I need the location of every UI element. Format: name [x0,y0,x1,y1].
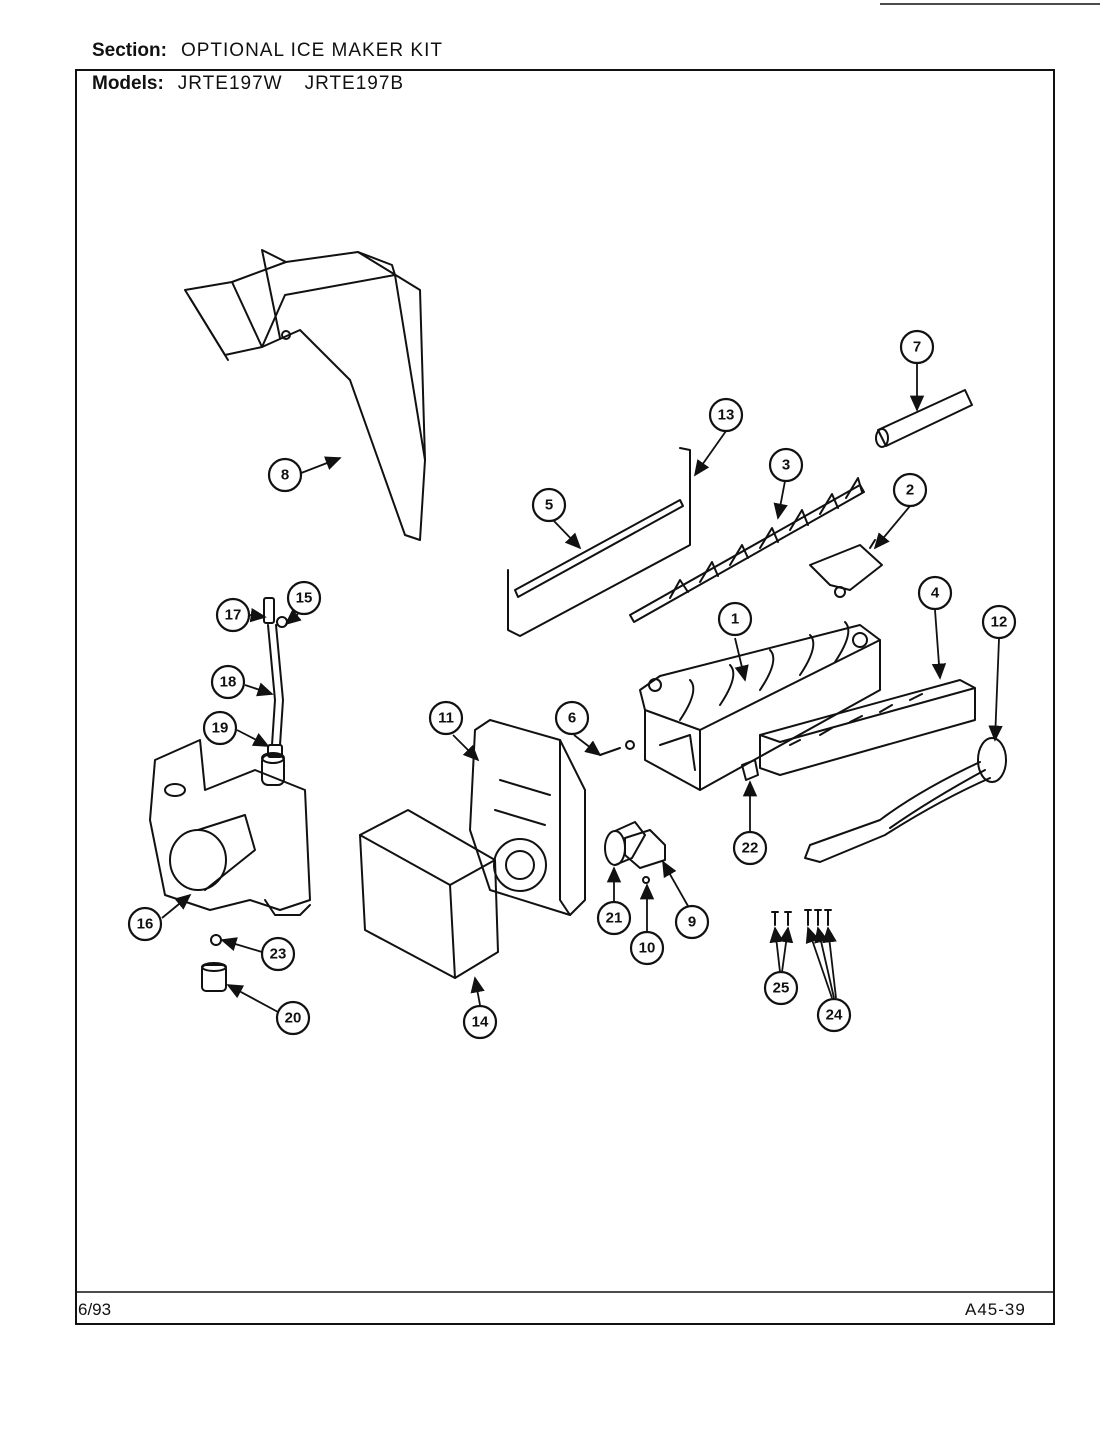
part-22-clip [741,759,759,781]
section-title: Section: OPTIONAL ICE MAKER KIT [92,40,443,62]
models-label: Models: [92,73,164,94]
part-15-clamp [276,616,288,628]
callout-24-label: 24 [826,1007,843,1024]
callout-7: 7 [899,329,935,365]
callout-24: 24 [816,997,852,1033]
model-2: JRTE197B [304,73,405,94]
callout-4: 4 [917,575,953,611]
callout-3: 3 [768,447,804,483]
part-14-module-cover [359,809,499,979]
callout-15: 15 [286,580,322,616]
part-12-harness [804,737,1007,863]
part-17-fitting [263,597,275,624]
leader-lines [161,364,1003,1013]
callout-22-label: 22 [742,840,759,857]
part-24-screws [804,909,832,926]
part-4-cover [759,679,976,776]
callout-9: 9 [674,904,710,940]
part-10-screw [642,876,650,884]
part-9-clip [624,829,666,869]
callout-16: 16 [127,906,163,942]
callout-5: 5 [531,487,567,523]
callout-1: 1 [717,601,753,637]
callout-13: 13 [708,397,744,433]
section-value: OPTIONAL ICE MAKER KIT [180,40,443,61]
callout-2: 2 [892,472,928,508]
callout-25: 25 [763,970,799,1006]
callout-19-label: 19 [212,720,229,737]
callout-8-label: 8 [281,467,289,484]
part-16-water-valve [149,739,311,916]
callout-18: 18 [210,664,246,700]
callout-12: 12 [981,604,1017,640]
callout-5-label: 5 [545,497,553,514]
part-6-screw [599,740,635,756]
callout-21: 21 [596,900,632,936]
callout-10-label: 10 [639,940,656,957]
part-23-washer [210,934,222,946]
callout-23: 23 [260,936,296,972]
page-frame [75,69,1055,1325]
callout-2-label: 2 [906,482,914,499]
callout-13-label: 13 [718,407,735,424]
callout-20: 20 [275,1000,311,1036]
callout-15-label: 15 [296,590,313,607]
footer-page-code: A45-39 [965,1300,1026,1319]
part-19-nut [267,744,283,758]
section-label: Section: [92,40,167,61]
callout-10: 10 [629,930,665,966]
models-line: Models: JRTE197W JRTE197B [92,73,426,95]
callout-3-label: 3 [782,457,790,474]
part-18-tube [267,624,284,746]
callout-11-label: 11 [438,710,454,727]
callout-22: 22 [732,830,768,866]
callout-18-label: 18 [220,674,237,691]
footer-date: 6/93 [78,1300,112,1319]
callout-6-label: 6 [568,710,576,727]
part-11-control-module [469,719,586,916]
part-13-shutoff-arm [507,447,691,637]
model-1: JRTE197W [177,73,283,94]
callout-25-label: 25 [773,980,790,997]
callout-6: 6 [554,700,590,736]
callout-20-label: 20 [285,1010,302,1027]
part-5-heater-rod [514,499,684,598]
callout-12-label: 12 [991,614,1008,631]
callout-17-label: 17 [225,607,242,624]
callout-4-label: 4 [931,585,940,602]
part-8-fill-chute [184,249,426,541]
callout-8: 8 [267,457,303,493]
part-7-tube [875,389,973,448]
callout-16-label: 16 [137,916,154,933]
callout-1-label: 1 [731,611,739,628]
callout-23-label: 23 [270,946,287,963]
callout-9-label: 9 [688,914,696,931]
callout-17: 17 [215,597,251,633]
callout-11: 11 [428,700,464,736]
callout-7-label: 7 [913,339,921,356]
part-20-fitting [201,962,227,992]
part-2-bracket [809,539,883,598]
part-25-screws [771,911,792,926]
callout-14-label: 14 [472,1014,489,1031]
part-3-ejector [629,477,865,623]
callout-21-label: 21 [606,910,623,927]
callout-14: 14 [462,1004,498,1040]
callout-19: 19 [202,710,238,746]
